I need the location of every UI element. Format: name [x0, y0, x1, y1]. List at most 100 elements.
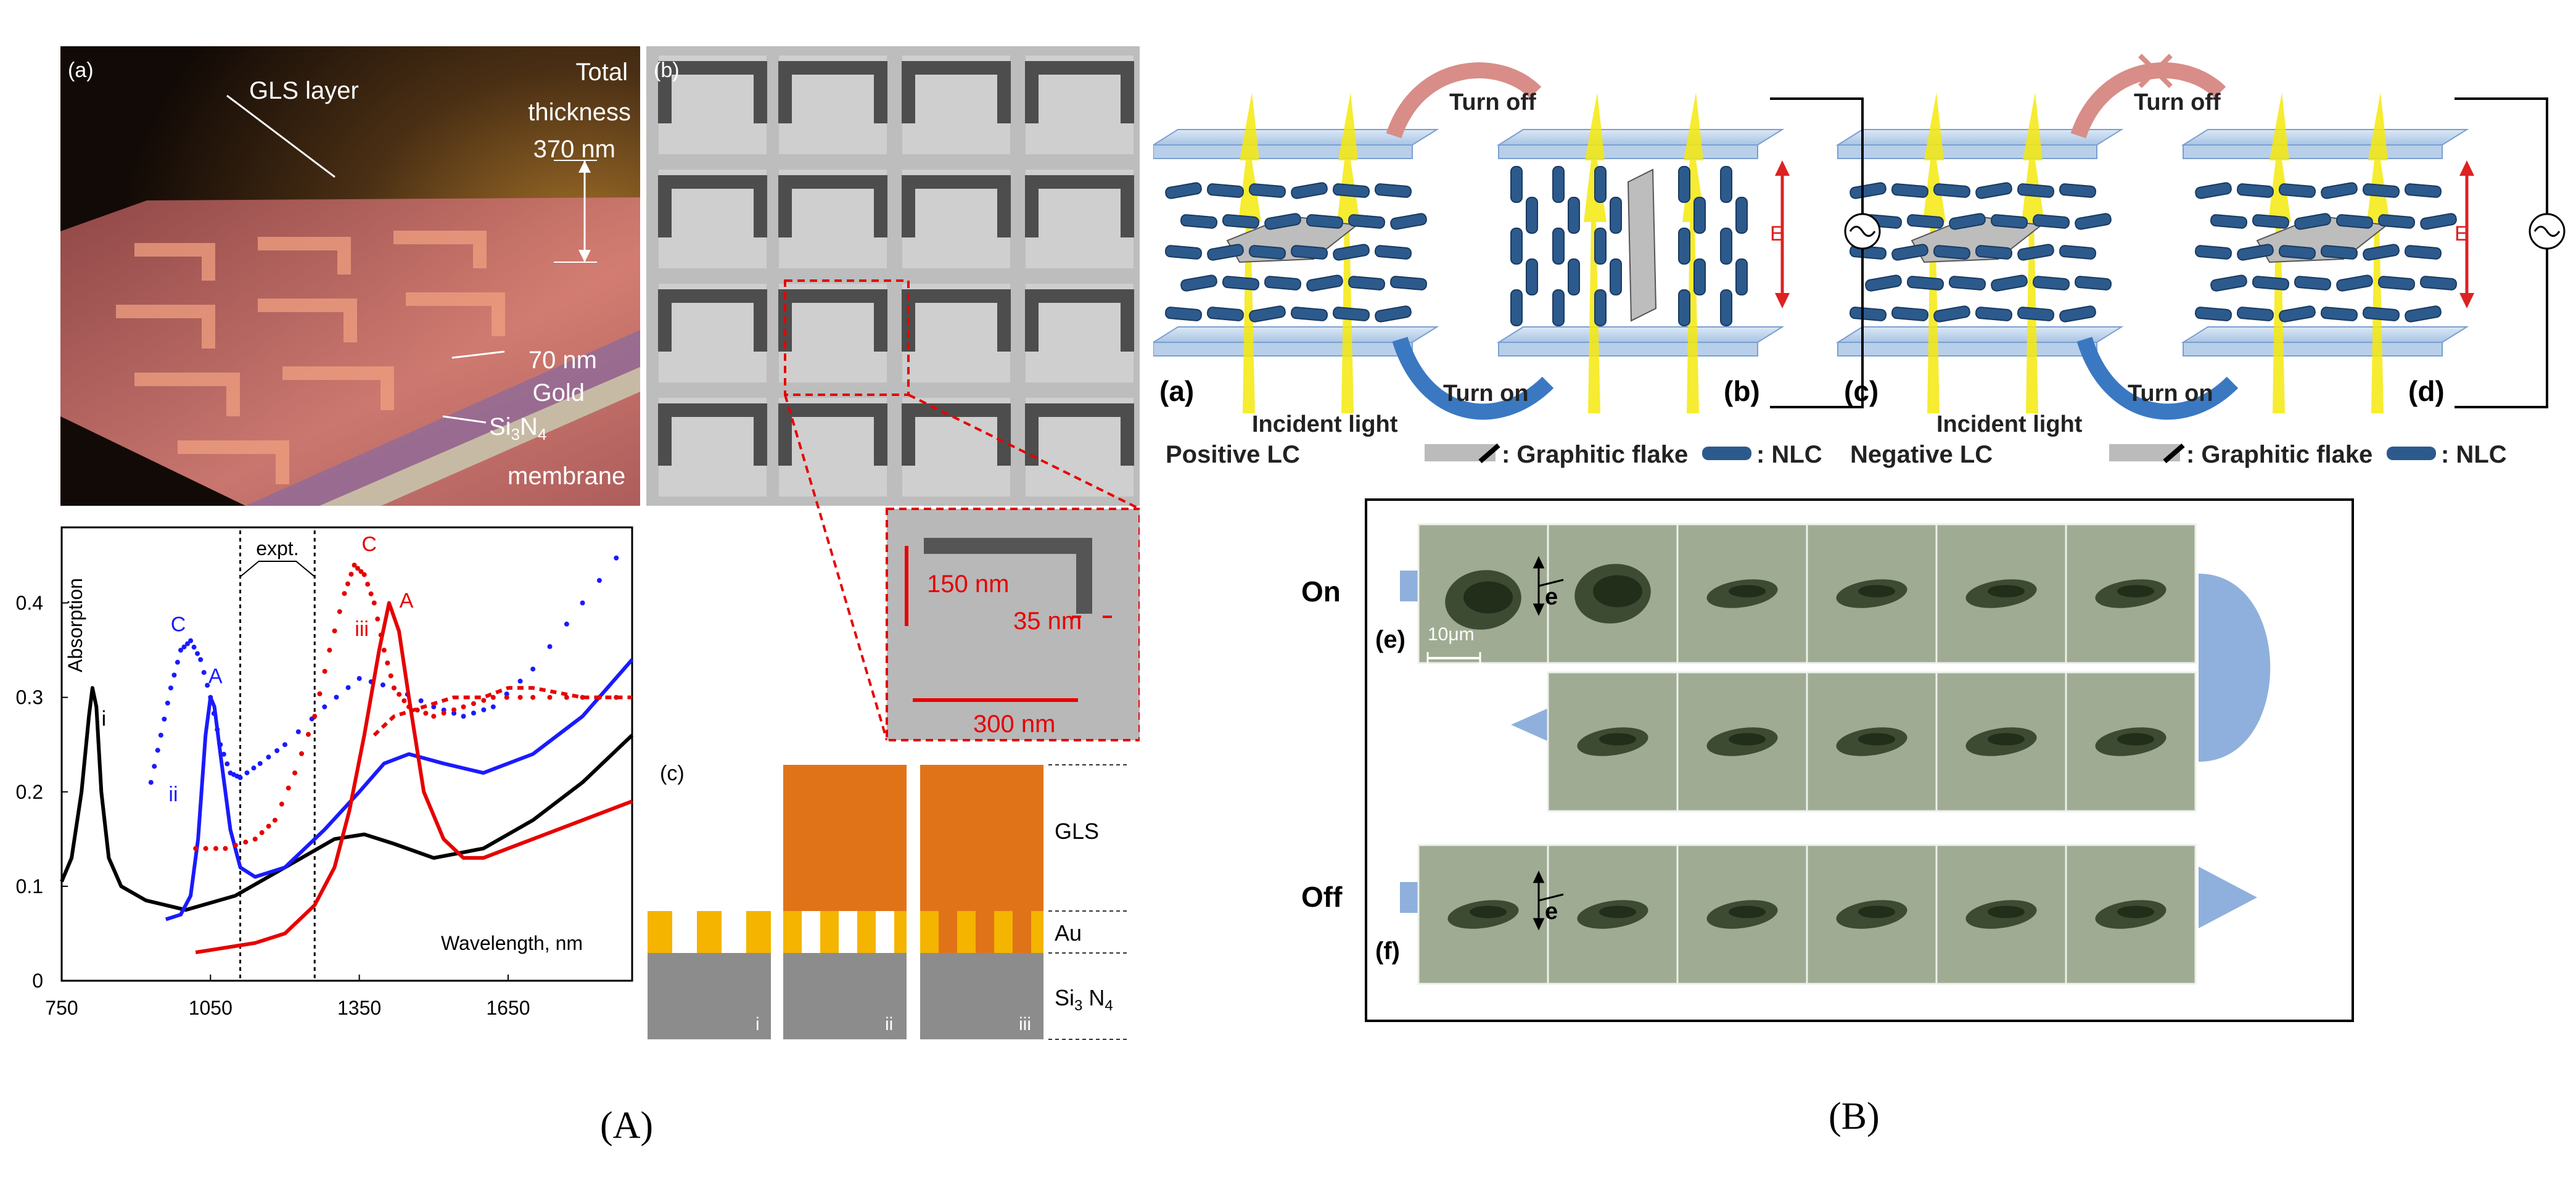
- point-iii-dotted: [358, 569, 364, 574]
- turn-off-label-1: Turn off: [1449, 89, 1536, 115]
- point-iii-dotted: [530, 695, 536, 700]
- pol-label-e: e: [1545, 584, 1558, 610]
- nlc-molecule: [2074, 276, 2112, 291]
- split-ring-resonator: [902, 175, 1011, 237]
- point-iii-dotted: [414, 707, 420, 713]
- point-iii-dotted: [490, 695, 496, 700]
- gold-label: Gold: [533, 379, 585, 406]
- nlc-molecule: [1678, 166, 1690, 203]
- field-label-b: E: [1770, 222, 1784, 245]
- nlc-molecule: [1933, 183, 1971, 198]
- nlc-molecule: [2279, 305, 2316, 323]
- nlc-molecule: [2420, 213, 2457, 230]
- point-iii-dotted: [232, 843, 238, 848]
- nlc-molecule: [1180, 274, 1217, 292]
- nlc-molecule: [1332, 307, 1370, 321]
- point-C: [490, 704, 496, 709]
- nlc-molecule: [1568, 197, 1580, 234]
- turn-on-label-2: Turn on: [2128, 381, 2213, 406]
- nlc-molecule: [2278, 183, 2316, 198]
- point-iii-dotted: [203, 846, 208, 851]
- nlc-molecule: [2236, 183, 2274, 198]
- membrane-label: membrane: [508, 463, 625, 490]
- nlc-molecule: [2195, 182, 2232, 199]
- nlc-molecule: [1948, 276, 1986, 291]
- graphitic-flake-legend-1: : Graphitic flake: [1502, 441, 1688, 468]
- split-ring-resonator: [778, 403, 887, 466]
- lc-cell-1: [1496, 93, 1785, 413]
- point-C: [181, 644, 187, 650]
- point-iii-dotted: [368, 591, 374, 596]
- point-C: [257, 761, 263, 766]
- point-C: [244, 770, 250, 775]
- nlc-molecule: [1552, 289, 1565, 326]
- micrograph-sequence-svg: On Off (e) (f) 10μm e e: [1301, 498, 2354, 1022]
- nlc-molecule: [1849, 307, 1887, 321]
- point-C: [162, 716, 167, 722]
- nlc-molecule: [2320, 245, 2358, 260]
- nlc-molecule: [1164, 307, 1203, 321]
- nlc-molecule: [1510, 289, 1523, 326]
- point-iii-dotted: [375, 616, 381, 622]
- point-iii-dotted: [332, 628, 337, 633]
- sem-image: (b) 150 nm 35 nm 300 nm: [646, 46, 1141, 741]
- point-iii-dotted: [292, 770, 298, 776]
- nlc-molecule: [1306, 214, 1344, 229]
- point-C: [208, 695, 213, 700]
- point-C: [198, 657, 204, 662]
- lc-cell-3: [2181, 93, 2469, 413]
- point-iii-dotted: [371, 600, 377, 606]
- point-C: [530, 666, 536, 672]
- total-thickness-line2: thickness: [528, 99, 631, 126]
- pol-label-f: e: [1545, 899, 1558, 925]
- nlc-molecule: [1735, 258, 1748, 295]
- nlc-molecule: [2278, 245, 2316, 260]
- graphitic-flake-legend-2: : Graphitic flake: [2186, 441, 2372, 468]
- incident-light-label-2: Incident light: [1936, 411, 2083, 437]
- nlc-molecule: [1678, 289, 1690, 326]
- micrograph-frame: [1806, 523, 1938, 664]
- point-iii-dotted: [223, 846, 228, 851]
- point-C: [282, 742, 287, 748]
- thickness-value: 370 nm: [533, 136, 615, 163]
- expt-band-bracket: [239, 561, 315, 577]
- label-e: (e): [1375, 626, 1405, 653]
- x-tick-label: 750: [45, 997, 78, 1019]
- micrograph-frame: [1547, 523, 1679, 664]
- nlc-molecule: [2362, 183, 2400, 198]
- column-label-i: i: [755, 1014, 760, 1034]
- point-C: [205, 683, 210, 688]
- nlc-molecule: [1568, 258, 1580, 295]
- si3n4-layer-tag: Si3 N4: [1055, 985, 1113, 1014]
- micrograph-frame: [2065, 844, 2197, 985]
- point-C: [155, 748, 160, 753]
- nlc-molecule: [2294, 276, 2332, 291]
- nlc-molecule: [1290, 307, 1328, 321]
- nlc-molecule: [1610, 197, 1622, 234]
- micrograph-frame: [1806, 844, 1938, 985]
- point-C: [191, 645, 197, 650]
- nlc-molecule: [1332, 183, 1370, 198]
- nlc-molecule: [1374, 183, 1412, 198]
- total-thickness-line1: Total: [576, 59, 628, 86]
- nlc-legend-icon-2: [2387, 447, 2436, 460]
- point-C: [221, 751, 226, 757]
- nlc-molecule: [1264, 276, 1302, 291]
- y-tick-label: 0.4: [16, 592, 43, 614]
- nlc-molecule: [1222, 214, 1260, 229]
- point-C: [580, 600, 585, 606]
- nlc-molecule: [1933, 245, 1971, 260]
- point-iii-dotted: [193, 846, 199, 851]
- point-iii-dotted: [431, 714, 437, 719]
- point-iii-dotted: [451, 707, 457, 712]
- nlc-molecule: [1975, 245, 2013, 260]
- split-ring-resonator: [778, 175, 887, 237]
- point-iii-dotted: [342, 591, 347, 596]
- nlc-molecule: [2059, 245, 2097, 260]
- nlc-molecule: [1594, 166, 1607, 203]
- dim-height-label: 150 nm: [927, 571, 1009, 598]
- nlc-molecule: [2059, 305, 2096, 323]
- micrograph-sequence: On Off (e) (f) 10μm e e: [1295, 497, 2374, 1027]
- point-iii-dotted: [517, 695, 523, 700]
